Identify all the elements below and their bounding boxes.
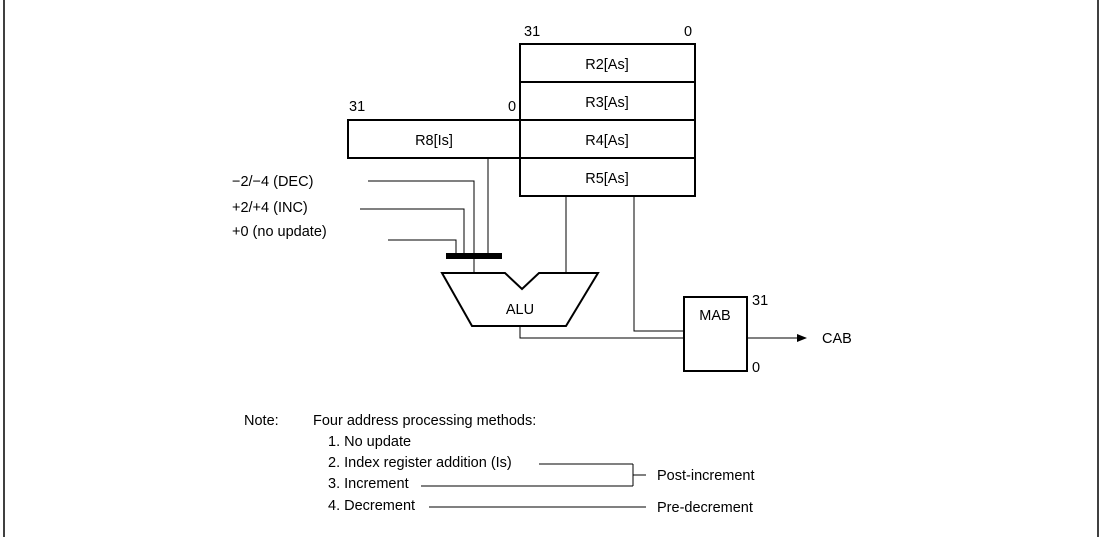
alu: ALU [440, 196, 684, 339]
input-inc-label: +2/+4 (INC) [232, 200, 308, 216]
post-increment-label: Post-increment [657, 468, 755, 484]
no-update-wire [388, 239, 457, 255]
mab: MAB 31 0 CAB [683, 293, 852, 376]
note-item-4: 4. Decrement [328, 498, 415, 514]
register-stack: 31 0 R2[As] R3[As] R4[As] R5[As] [519, 24, 696, 197]
dec-wire [368, 180, 475, 255]
alu-label: ALU [506, 302, 534, 318]
note-item-3: 3. Increment [328, 476, 409, 492]
pre-decrement-label: Pre-decrement [657, 500, 753, 516]
increment-inputs: −2/−4 (DEC) +2/+4 (INC) +0 (no update) [232, 158, 502, 272]
note-prefix: Note: [244, 413, 279, 429]
note-item-2: 2. Index register addition (Is) [328, 455, 512, 471]
register-r4-label: R4[As] [585, 133, 629, 149]
r8-bit-low: 0 [508, 99, 516, 115]
input-dec-label: −2/−4 (DEC) [232, 174, 313, 190]
mab-bit-high: 31 [752, 293, 768, 309]
index-register: 31 0 R8[Is] [347, 99, 521, 159]
note-title: Four address processing methods: [313, 413, 536, 429]
register-r5 [519, 157, 696, 197]
r8-bit-high: 31 [349, 99, 365, 115]
mab-label: MAB [699, 308, 730, 324]
register-r3 [519, 81, 696, 121]
register-r2 [519, 43, 696, 83]
note: Note: Four address processing methods: 1… [244, 413, 755, 516]
stack-bit-low: 0 [684, 24, 692, 40]
mab-bit-low: 0 [752, 360, 760, 376]
register-r8 [347, 119, 521, 159]
input-no-update-label: +0 (no update) [232, 224, 327, 240]
register-r2-label: R2[As] [585, 57, 629, 73]
mab-box [683, 296, 748, 372]
register-r5-label: R5[As] [585, 171, 629, 187]
register-r8-label: R8[Is] [415, 133, 453, 149]
alu-shape [440, 272, 600, 327]
r5-to-mab-wire [633, 196, 684, 332]
alu-to-mab-wire [519, 326, 684, 339]
stack-bit-high: 31 [524, 24, 540, 40]
cab-label: CAB [822, 331, 852, 347]
inc-wire [360, 208, 465, 255]
note-item-1: 1. No update [328, 434, 411, 450]
selector-bar [446, 253, 502, 259]
register-r3-label: R3[As] [585, 95, 629, 111]
